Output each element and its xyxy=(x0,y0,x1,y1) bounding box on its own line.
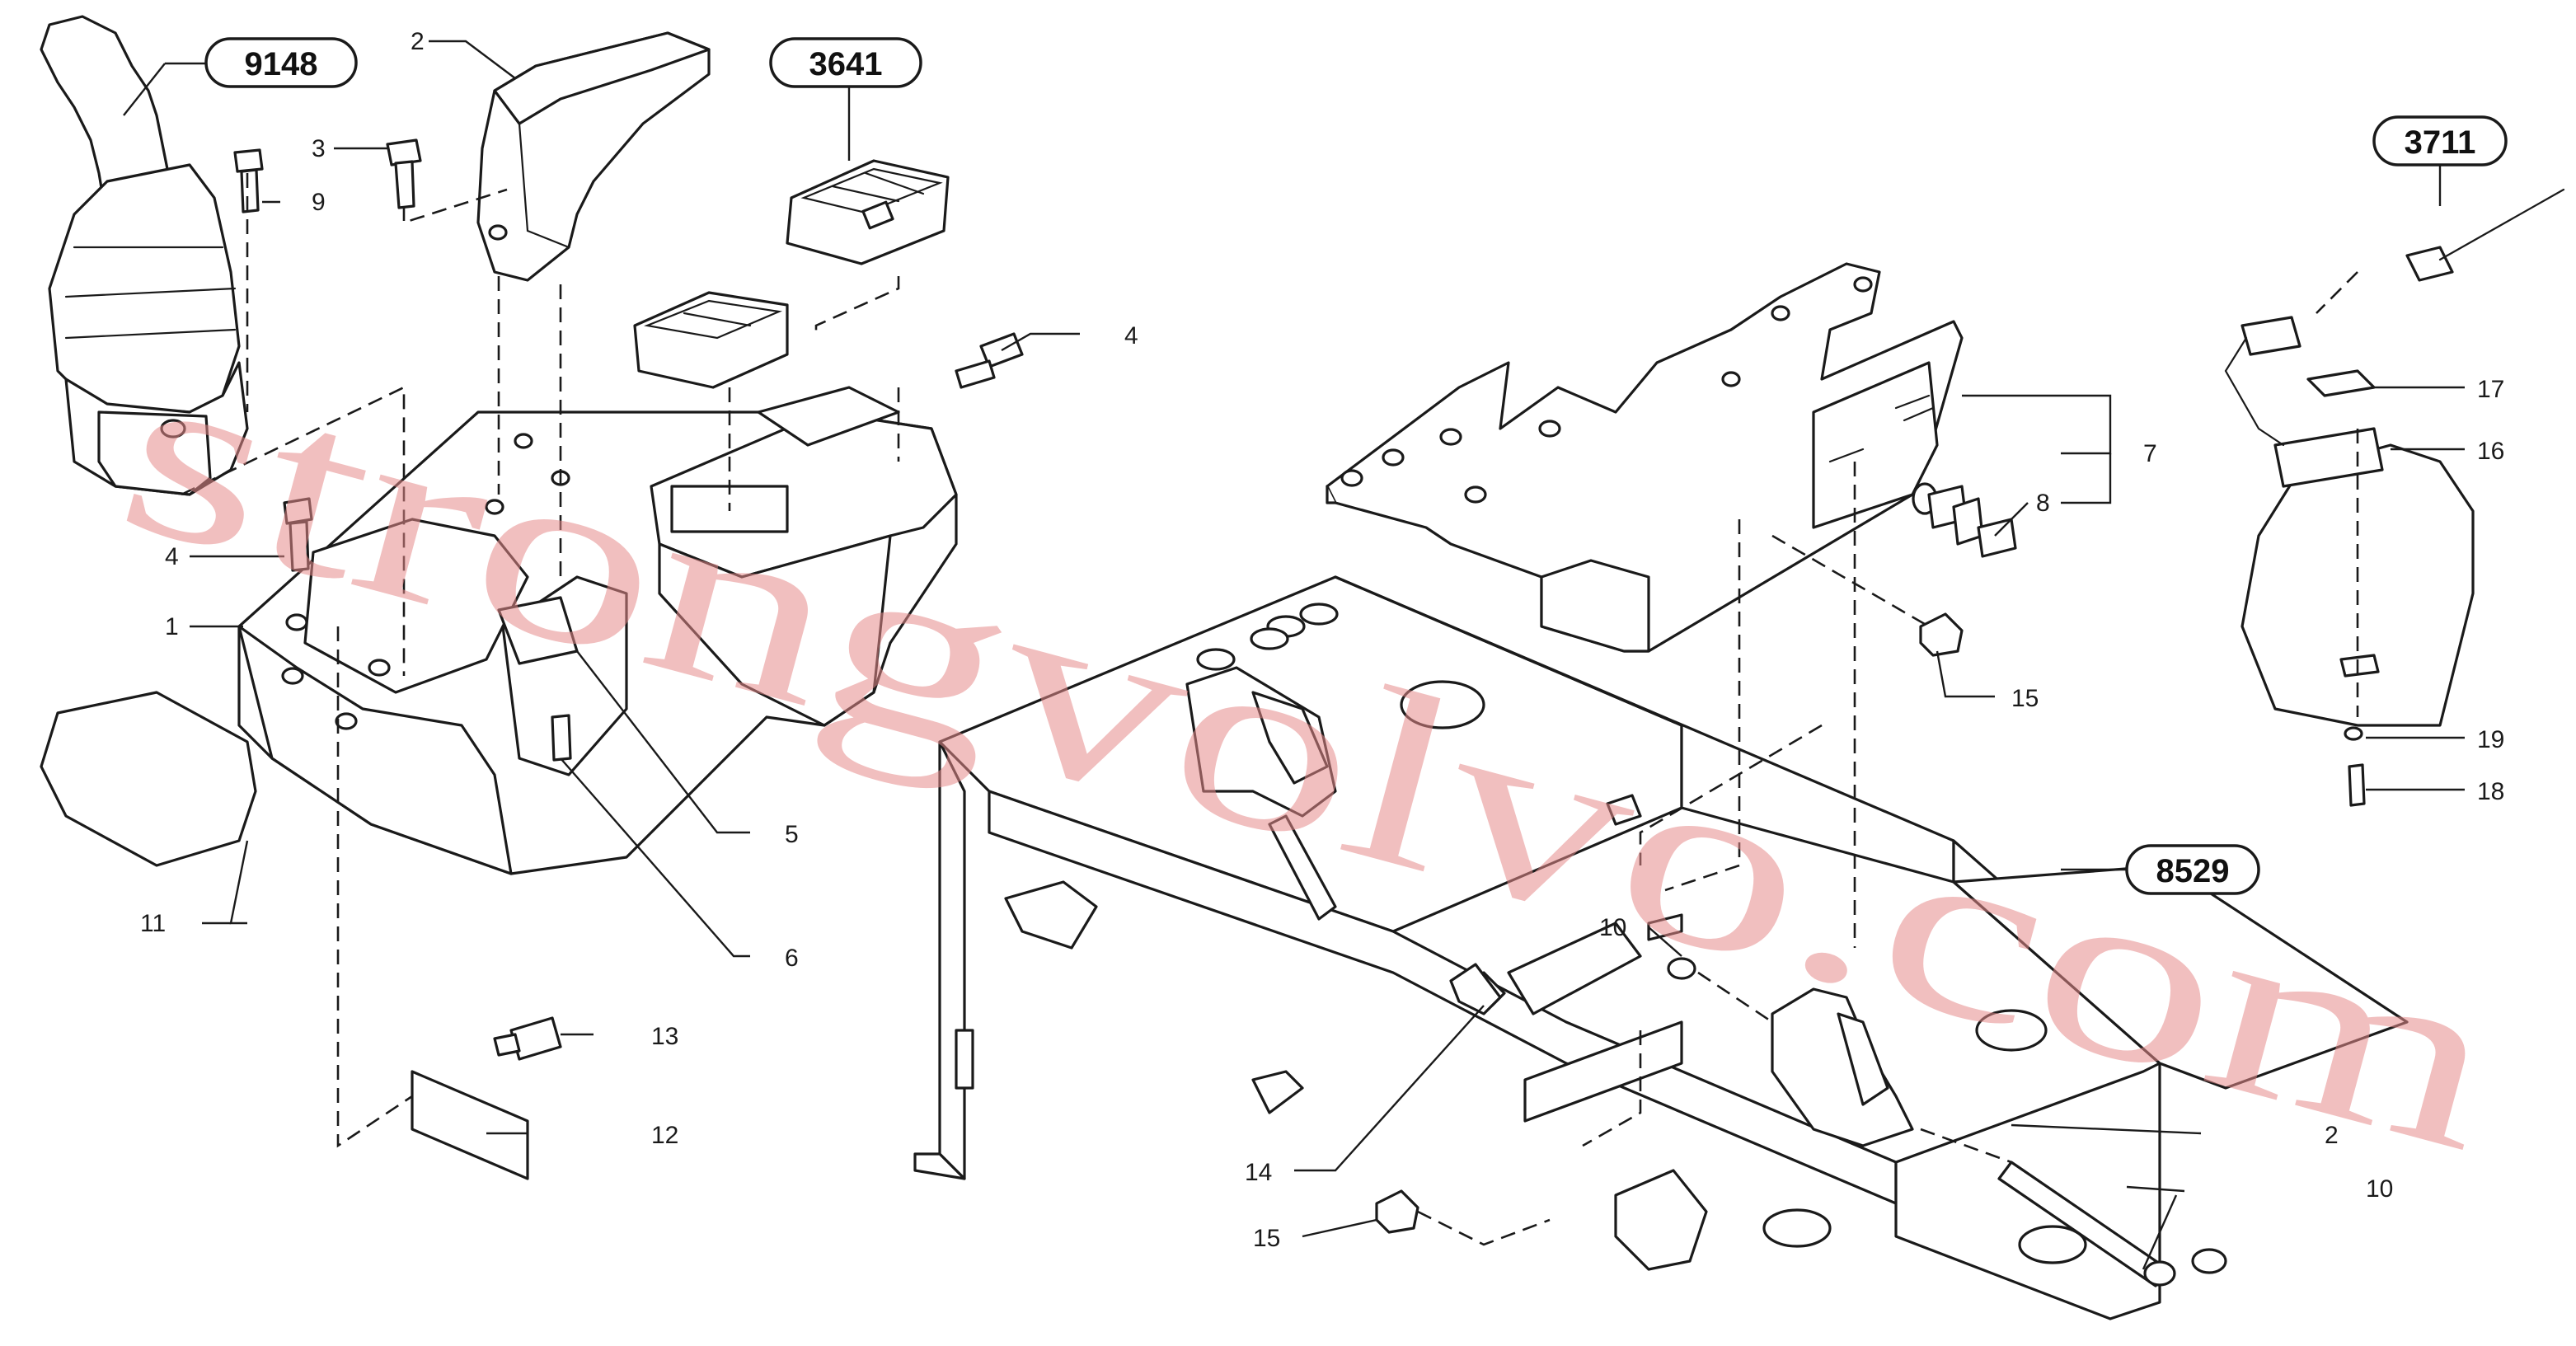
label-11: 11 xyxy=(140,910,166,937)
label-13: 13 xyxy=(651,1023,678,1050)
label-12: 12 xyxy=(651,1122,678,1149)
label-14: 14 xyxy=(1245,1159,1272,1186)
label-15-lower: 15 xyxy=(1253,1225,1280,1252)
joystick xyxy=(40,15,249,496)
label-18: 18 xyxy=(2477,778,2504,805)
ref-3711: 3711 xyxy=(2372,115,2508,166)
ref-8529: 8529 xyxy=(2125,844,2260,895)
switch-panel-lower xyxy=(633,291,789,389)
label-4-top: 4 xyxy=(1124,322,1138,349)
label-10-upper: 10 xyxy=(1599,914,1626,941)
label-5: 5 xyxy=(785,821,799,848)
label-19: 19 xyxy=(2477,726,2504,753)
ref-3711-text: 3711 xyxy=(2405,124,2476,161)
ref-3641: 3641 xyxy=(769,37,922,88)
label-16: 16 xyxy=(2477,438,2504,465)
leader-lines xyxy=(123,40,2465,1270)
console-bracket xyxy=(1326,262,1964,653)
label-4-left: 4 xyxy=(165,543,179,570)
part-labels: 2 3 9 4 4 1 5 6 11 13 12 7 8 15 10 14 15… xyxy=(140,28,2504,1252)
label-17: 17 xyxy=(2477,376,2504,403)
armrest-cover xyxy=(476,31,711,282)
ref-9148-text: 9148 xyxy=(245,46,318,82)
label-3: 3 xyxy=(312,135,326,162)
switch-panel-upper xyxy=(786,159,950,265)
label-9: 9 xyxy=(312,189,326,216)
label-2-top: 2 xyxy=(411,28,425,55)
label-7: 7 xyxy=(2143,440,2157,467)
label-1: 1 xyxy=(165,613,179,640)
ref-3641-text: 3641 xyxy=(809,46,883,82)
ref-8529-text: 8529 xyxy=(2156,853,2230,889)
alignment-lines xyxy=(181,173,2359,1246)
small-parts xyxy=(40,138,2227,1287)
label-15-right: 15 xyxy=(2011,685,2039,712)
label-10-lower: 10 xyxy=(2366,1175,2393,1203)
label-2-bottom: 2 xyxy=(2325,1122,2339,1149)
ref-9148: 9148 xyxy=(204,37,358,88)
label-8: 8 xyxy=(2036,490,2050,517)
sensor-inset xyxy=(2224,188,2565,807)
label-6: 6 xyxy=(785,945,799,972)
